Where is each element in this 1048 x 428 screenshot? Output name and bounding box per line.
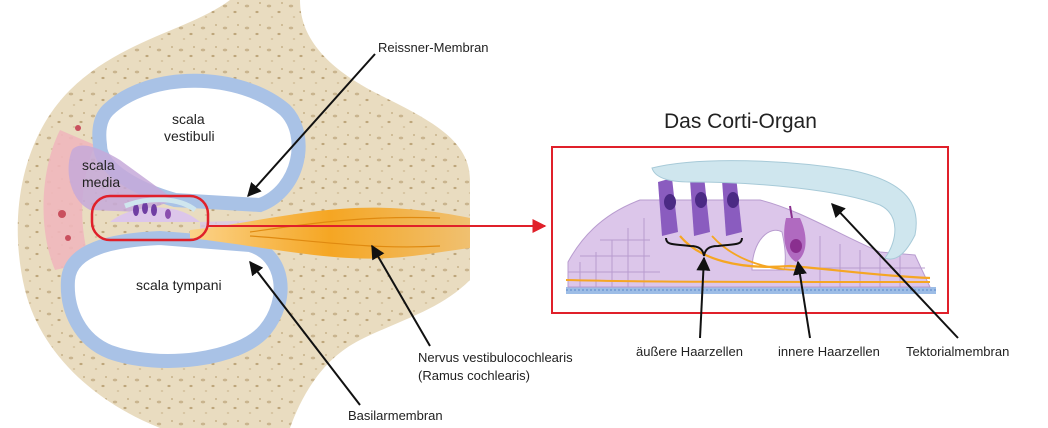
scala-tympani xyxy=(68,238,281,361)
scala-media-label-1: scala xyxy=(82,157,115,173)
nerve-label-2: (Ramus cochlearis) xyxy=(418,368,530,383)
reissner-label: Reissner-Membran xyxy=(378,40,489,55)
tectorial-label: Tektorialmembran xyxy=(906,344,1009,359)
blood-vessel xyxy=(65,235,71,241)
cochlea-cross-section xyxy=(18,0,470,428)
scala-vestibuli-label-2: vestibuli xyxy=(164,128,215,144)
blood-vessel xyxy=(58,210,66,218)
scala-tympani-label: scala tympani xyxy=(136,277,222,293)
blood-vessel xyxy=(75,125,81,131)
scala-vestibuli-label-1: scala xyxy=(172,111,205,127)
nerve-label-1: Nervus vestibulocochlearis xyxy=(418,350,573,365)
scala-media-label-2: media xyxy=(82,174,120,190)
outer-hair-cells xyxy=(658,176,742,236)
corti-title: Das Corti-Organ xyxy=(664,110,817,133)
inner-hair-label: innere Haarzellen xyxy=(778,344,880,359)
basilar-label: Basilarmembran xyxy=(348,408,443,423)
outer-hair-label: äußere Haarzellen xyxy=(636,344,743,359)
corti-organ-detail xyxy=(552,147,948,313)
